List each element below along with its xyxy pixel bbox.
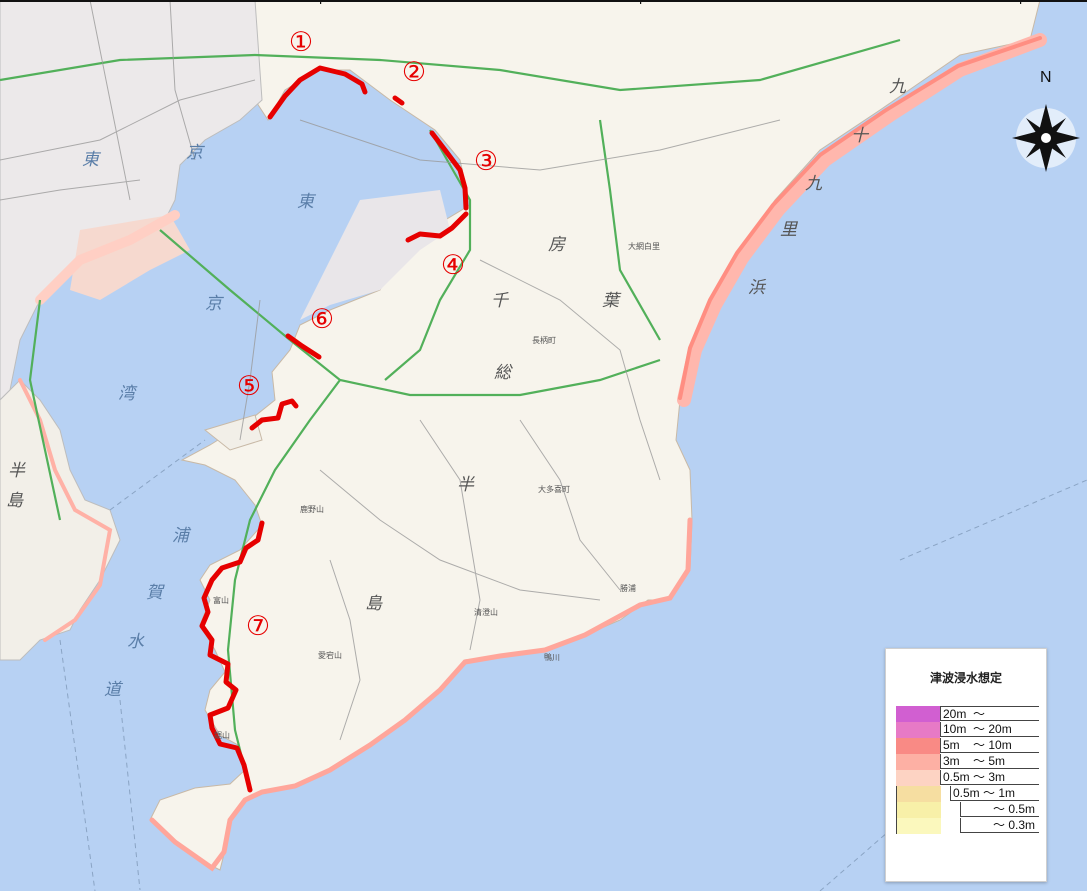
land-label-han: 半 xyxy=(457,475,474,495)
land-label-so: 総 xyxy=(494,363,511,383)
section-4-line xyxy=(405,211,469,243)
inundation-band-miura xyxy=(18,378,113,642)
section-7-line xyxy=(199,520,265,793)
land-label-ha: 葉 xyxy=(602,291,619,311)
sea-label-tokyo-1: 東 xyxy=(297,192,314,212)
inundation-band-south xyxy=(149,517,693,872)
section-2-line xyxy=(392,95,405,106)
sea-label-tokyo-2: 京 xyxy=(205,294,222,314)
legend-label: 5m 〜 10m xyxy=(940,738,1039,753)
legend-label: 3m 〜 5m xyxy=(940,754,1039,769)
land-label-ku1: 九 xyxy=(889,77,906,97)
marker-5[interactable]: ⑤ xyxy=(236,371,262,402)
legend-row: 0.5m 〜 1m xyxy=(896,786,1039,802)
land-label-tokyo-east: 東 xyxy=(82,150,99,170)
legend-row: 3m 〜 5m xyxy=(896,754,1039,770)
land-label-hama: 浜 xyxy=(748,278,765,298)
section-5-line xyxy=(249,398,299,431)
highlighted-sections xyxy=(199,65,469,793)
legend-label: 0.5m 〜 1m xyxy=(950,786,1039,801)
inundation-band-kujukuri xyxy=(677,33,1047,407)
inundation-band-kujukuri-inner xyxy=(678,36,1042,400)
place-label: 勝浦 xyxy=(620,584,636,593)
section-3-line xyxy=(429,130,469,211)
legend-title: 津波浸水想定 xyxy=(929,671,1002,685)
legend-swatch xyxy=(896,786,941,802)
futtsu-cape xyxy=(203,414,263,451)
land-label-bo: 房 xyxy=(548,235,565,255)
land-label-tokyo-kyo: 京 xyxy=(186,143,203,163)
marker-6[interactable]: ⑥ xyxy=(309,304,335,335)
legend-label: 0.5m 〜 3m xyxy=(940,770,1039,785)
land-label-juu: 十 xyxy=(851,126,868,146)
marker-3[interactable]: ③ xyxy=(473,146,499,177)
top-border xyxy=(0,0,1087,4)
section-1-line xyxy=(267,65,368,120)
sea-label-sui: 水 xyxy=(127,632,144,652)
place-label: 鋸山 xyxy=(214,731,230,740)
land-label-ri: 里 xyxy=(780,220,797,240)
legend-row: 0.5m 〜 3m xyxy=(896,770,1039,786)
marker-4[interactable]: ④ xyxy=(440,250,466,281)
sea-label-ura: 浦 xyxy=(172,526,189,546)
legend-label: 〜 0.5m xyxy=(960,802,1039,817)
legend-swatch xyxy=(896,722,940,738)
sea-label-ga: 賀 xyxy=(146,583,163,603)
legend-swatch xyxy=(896,738,940,754)
land-label-miura-han: 半 xyxy=(8,461,25,481)
tokyo-port-area xyxy=(70,215,190,300)
inundation-band-tokyo xyxy=(35,210,180,305)
place-label: 鹿野山 xyxy=(300,505,324,514)
place-label: 富山 xyxy=(213,596,229,605)
land-label-chi: 千 xyxy=(491,291,508,311)
legend-label: 20m 〜 xyxy=(940,706,1039,721)
place-label: 清澄山 xyxy=(474,608,498,617)
legend-label: 〜 0.3m xyxy=(960,818,1039,833)
legend-row: 5m 〜 10m xyxy=(896,738,1039,754)
legend-row: 20m 〜 xyxy=(896,706,1039,722)
legend-row: 10m 〜 20m xyxy=(896,722,1039,738)
place-label: 大多喜町 xyxy=(538,485,570,494)
legend-swatch xyxy=(896,754,940,770)
marker-2[interactable]: ② xyxy=(401,57,427,88)
legend-swatch xyxy=(896,802,941,818)
legend-swatch xyxy=(896,706,940,722)
legend-swatch xyxy=(896,818,941,834)
land-label-ku2: 九 xyxy=(805,174,822,194)
place-label: 大網白里 xyxy=(628,242,660,251)
legend-row: 〜 0.3m xyxy=(896,818,1039,834)
place-label: 鴨川 xyxy=(544,653,560,662)
compass-rose-icon xyxy=(1012,104,1080,172)
compass-north-label: N xyxy=(1040,69,1052,86)
boso-peninsula xyxy=(149,0,1041,871)
legend-label: 10m 〜 20m xyxy=(940,722,1039,737)
place-label: 長柄町 xyxy=(532,336,556,345)
legend-swatch xyxy=(896,770,940,786)
road-network xyxy=(0,0,781,741)
place-label: 愛宕山 xyxy=(318,651,342,660)
land-label-miura-shima: 島 xyxy=(6,491,23,511)
section-6-line xyxy=(285,333,322,360)
marker-1[interactable]: ① xyxy=(288,27,314,58)
sea-label-do: 道 xyxy=(104,680,121,700)
legend-row: 〜 0.5m xyxy=(896,802,1039,818)
marker-7[interactable]: ⑦ xyxy=(245,611,271,642)
chiba-port-area xyxy=(300,190,450,320)
sea-label-bay: 湾 xyxy=(118,384,135,404)
land-label-shima: 島 xyxy=(365,594,382,614)
